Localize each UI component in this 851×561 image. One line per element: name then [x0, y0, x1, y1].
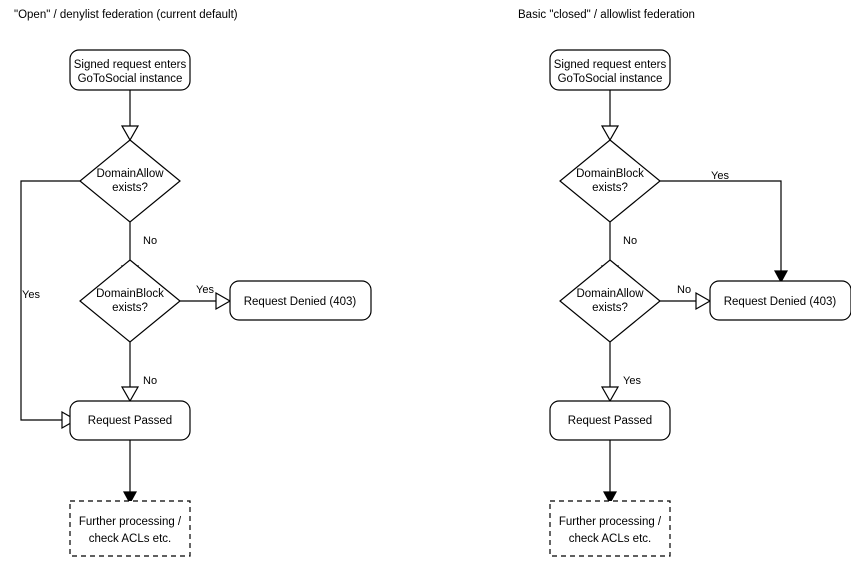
node-decision-domainallow-right: DomainAllow exists? — [559, 259, 661, 343]
node-decision-domainblock-right: DomainBlock exists? — [559, 139, 661, 223]
node-decision-domainallow-left: DomainAllow exists? — [79, 139, 181, 223]
edge-passed-to-further-left — [122, 440, 138, 505]
edge-domainblock-yes-left: Yes — [180, 284, 232, 311]
node-request-denied-left: Request Denied (403) — [229, 280, 372, 321]
arrowhead-open-icon — [600, 125, 620, 142]
edge-domainallow-no-right: No — [660, 284, 712, 311]
node-decision-domainblock-right-line1: DomainBlock — [576, 168, 644, 180]
node-request-denied-left-label: Request Denied (403) — [244, 296, 357, 308]
node-decision-domainallow-right-line1: DomainAllow — [576, 288, 644, 300]
node-request-denied-right: Request Denied (403) — [709, 280, 851, 321]
diagram-closed-allowlist: Basic "closed" / allowlist federation Si… — [518, 9, 851, 557]
edge-domainallow-yes-right: Yes — [600, 342, 641, 403]
edge-entry-to-domainblock-right — [600, 90, 620, 142]
node-decision-domainallow-left-line1: DomainAllow — [96, 168, 164, 180]
node-entry-left-line1: Signed request enters — [74, 59, 187, 71]
edge-label-domainblock-yes-left: Yes — [196, 284, 214, 296]
node-entry-left: Signed request enters GoToSocial instanc… — [69, 49, 191, 91]
arrowhead-open-icon — [120, 125, 140, 142]
edge-label-domainallow-no-left: No — [143, 235, 157, 247]
node-decision-domainallow-right-line2: exists? — [592, 302, 628, 314]
node-decision-domainallow-left-line2: exists? — [112, 182, 148, 194]
node-decision-domainblock-left-line2: exists? — [112, 302, 148, 314]
node-request-passed-right-label: Request Passed — [568, 415, 652, 427]
diagram-open-denylist: "Open" / denylist federation (current de… — [14, 9, 372, 557]
edge-label-domainallow-no-right: No — [677, 284, 691, 296]
diagram-title-closed-allowlist: Basic "closed" / allowlist federation — [518, 9, 695, 21]
node-decision-domainblock-right-line2: exists? — [592, 182, 628, 194]
node-request-passed-left: Request Passed — [69, 400, 191, 441]
node-entry-left-line2: GoToSocial instance — [78, 73, 183, 85]
edge-label-domainblock-no-left: No — [143, 375, 157, 387]
node-entry-right-line2: GoToSocial instance — [558, 73, 663, 85]
node-request-passed-right: Request Passed — [549, 400, 671, 441]
edge-label-domainallow-yes-left: Yes — [22, 289, 40, 301]
arrowhead-filled-icon — [122, 491, 138, 505]
edge-domainblock-yes-right-line — [660, 180, 782, 273]
node-decision-domainblock-left-line1: DomainBlock — [96, 288, 164, 300]
node-entry-right-line1: Signed request enters — [554, 59, 667, 71]
arrowhead-filled-icon — [773, 270, 789, 284]
node-decision-domainallow-right-shape — [559, 259, 661, 343]
node-further-processing-right-line2: check ACLs etc. — [569, 533, 651, 545]
edge-domainblock-no-left: No — [120, 342, 157, 403]
node-further-processing-left-line2: check ACLs etc. — [89, 533, 171, 545]
node-further-processing-right: Further processing / check ACLs etc. — [549, 500, 671, 557]
node-request-passed-left-label: Request Passed — [88, 415, 172, 427]
node-further-processing-right-line1: Further processing / — [559, 516, 662, 528]
edge-passed-to-further-right — [602, 440, 618, 505]
node-decision-domainallow-left-shape — [79, 139, 181, 223]
arrowhead-filled-icon — [602, 491, 618, 505]
edge-label-domainblock-no-right: No — [623, 235, 637, 247]
node-further-processing-left: Further processing / check ACLs etc. — [69, 500, 191, 557]
edge-label-domainallow-yes-right: Yes — [623, 375, 641, 387]
node-request-denied-right-label: Request Denied (403) — [724, 296, 837, 308]
node-entry-right: Signed request enters GoToSocial instanc… — [549, 49, 671, 91]
arrowhead-open-icon — [695, 291, 712, 311]
node-request-denied-left-shape — [229, 280, 372, 321]
arrowhead-open-icon — [61, 410, 78, 430]
node-further-processing-right-shape — [549, 500, 671, 557]
arrowhead-open-icon — [120, 386, 140, 403]
diagram-title-open-denylist: "Open" / denylist federation (current de… — [14, 9, 238, 21]
node-decision-domainblock-right-shape — [559, 139, 661, 223]
edge-label-domainblock-yes-right: Yes — [711, 170, 729, 182]
node-further-processing-left-line1: Further processing / — [79, 516, 182, 528]
node-request-denied-right-shape — [709, 280, 851, 321]
arrowhead-open-icon — [215, 291, 232, 311]
node-decision-domainblock-left-shape — [79, 259, 181, 343]
edge-domainblock-yes-right: Yes — [660, 170, 789, 284]
node-further-processing-left-shape — [69, 500, 191, 557]
edge-domainallow-yes-left-line — [20, 180, 80, 421]
edge-entry-to-domainallow-left — [120, 90, 140, 142]
arrowhead-open-icon — [600, 386, 620, 403]
edge-domainallow-yes-left: Yes — [20, 180, 80, 430]
node-decision-domainblock-left: DomainBlock exists? — [79, 259, 181, 343]
